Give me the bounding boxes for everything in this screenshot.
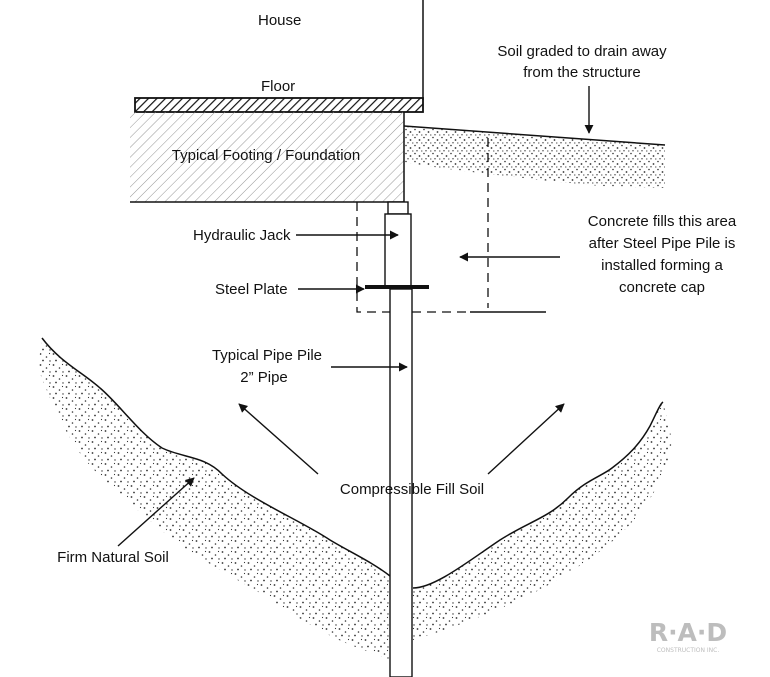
pipe-pile xyxy=(389,288,413,677)
pipe-pile-label-line1: Typical Pipe Pile xyxy=(212,347,322,364)
firm-soil-right-surface xyxy=(412,401,664,589)
jack-top-cap xyxy=(387,201,409,215)
firm-soil-left-surface xyxy=(41,337,391,577)
firm-soil-left xyxy=(38,338,390,660)
concrete-cap-outline xyxy=(356,202,470,313)
concrete-label-line4: concrete cap xyxy=(619,279,705,296)
soil-graded-label-line1: Soil graded to drain away xyxy=(497,43,667,60)
grade-line xyxy=(403,125,666,146)
logo-text: R·A·D xyxy=(649,618,727,647)
floor-label: Floor xyxy=(261,78,295,95)
graded-soil xyxy=(404,126,665,188)
rad-logo: R·A·D CONSTRUCTION INC. xyxy=(649,618,727,654)
footing-label: Typical Footing / Foundation xyxy=(172,147,360,164)
firm-soil-arrow xyxy=(117,477,195,547)
concrete-label-line2: after Steel Pipe Pile is xyxy=(589,235,736,252)
fill-soil-label: Compressible Fill Soil xyxy=(340,481,484,498)
jack-body xyxy=(384,213,412,289)
steel-plate-label: Steel Plate xyxy=(215,281,288,298)
logo-subtext: CONSTRUCTION INC. xyxy=(657,647,720,654)
soil-graded-label-line2: from the structure xyxy=(523,64,641,81)
hydraulic-jack-label: Hydraulic Jack xyxy=(193,227,291,244)
floor-slab xyxy=(134,97,424,113)
pipe-pile-label-line2: 2” Pipe xyxy=(240,369,288,386)
fill-soil-arrow-right xyxy=(487,403,565,475)
fill-soil-arrow-left xyxy=(238,403,319,475)
firm-soil-label: Firm Natural Soil xyxy=(57,549,169,566)
steel-plate xyxy=(365,285,429,289)
firm-soil-right xyxy=(413,402,672,640)
footing-foundation xyxy=(130,112,404,202)
concrete-label-line3: installed forming a xyxy=(601,257,723,274)
concrete-label-line1: Concrete fills this area xyxy=(588,213,737,230)
house-label: House xyxy=(258,12,301,29)
